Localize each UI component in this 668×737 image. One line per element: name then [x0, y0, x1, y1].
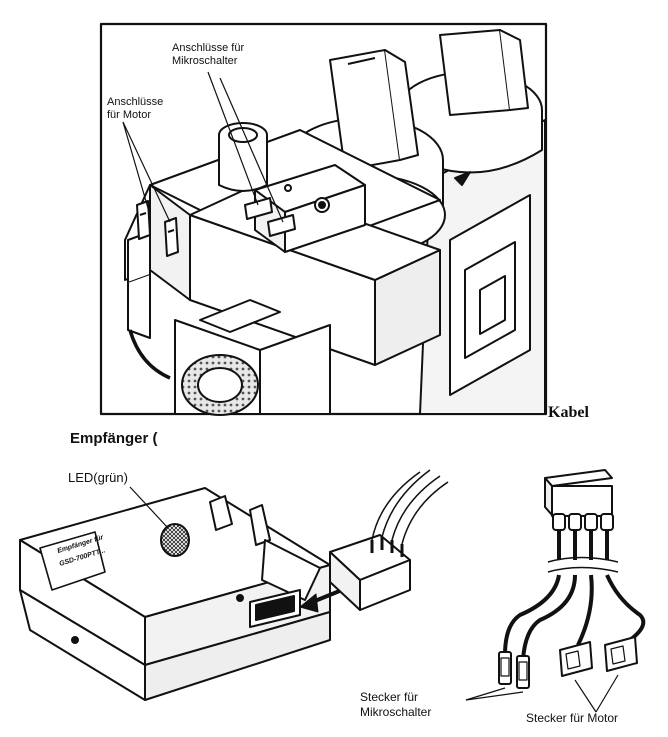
receiver-sticker	[39, 531, 106, 591]
label-microswitch-connectors-line-2: Mikroschalter	[172, 55, 238, 67]
label-plug-microswitch-line-2: Mikroschalter	[360, 705, 432, 719]
gas-valve-illustration	[99, 22, 548, 416]
label-microswitch-connectors-line-1: Anschlüsse für	[172, 42, 245, 54]
label-plug-motor: Stecker für Motor	[526, 711, 619, 725]
label-receiver: Empfänger (	[70, 430, 158, 447]
label-plug-microswitch: Stecker für Mikroschalter	[360, 690, 431, 720]
cable-harness-illustration	[465, 469, 646, 713]
label-cable: Kabel	[548, 404, 589, 421]
label-plug-microswitch-line-1: Stecker für	[360, 690, 419, 704]
label-motor-connectors: Anschlüsse für Motor	[107, 96, 163, 122]
label-motor-connectors-line-1: Anschlüsse	[107, 96, 164, 108]
label-led: LED(grün)	[68, 470, 128, 485]
label-microswitch-connectors: Anschlüsse für Mikroschalter	[172, 42, 244, 68]
receiver-illustration	[19, 469, 449, 701]
label-motor-connectors-line-2: für Motor	[107, 109, 152, 121]
